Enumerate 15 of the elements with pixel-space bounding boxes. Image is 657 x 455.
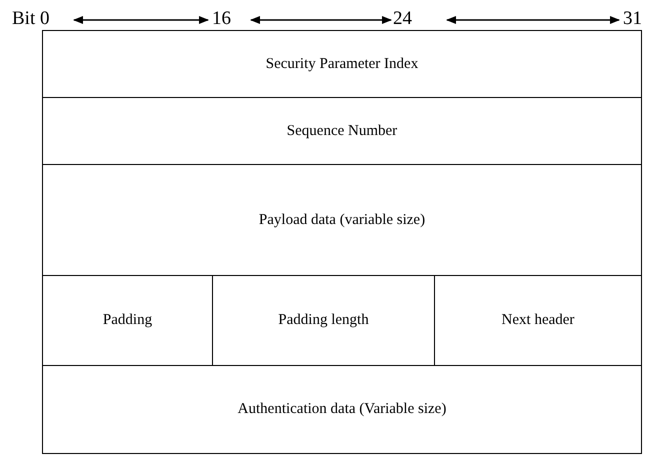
bit-position-label: 24 [393,8,412,30]
bit-position-label: 31 [623,8,642,30]
field-cell [42,164,642,276]
field-name: Payload data (variable size) [258,212,426,228]
field-name: Sequence Number [286,122,398,140]
field-cell [42,30,642,98]
field-cell [42,97,642,165]
field-name: Next header [502,312,574,329]
field-name: Authentication data (Variable size) [238,401,446,418]
field-name: Security Parameter Index [266,56,418,72]
bit-position-label: Bit 0 [12,8,50,30]
field-cell [42,365,642,454]
field-name: Padding [102,312,152,329]
field-name: Padding length [278,312,369,329]
bit-position-label: 16 [212,8,231,30]
